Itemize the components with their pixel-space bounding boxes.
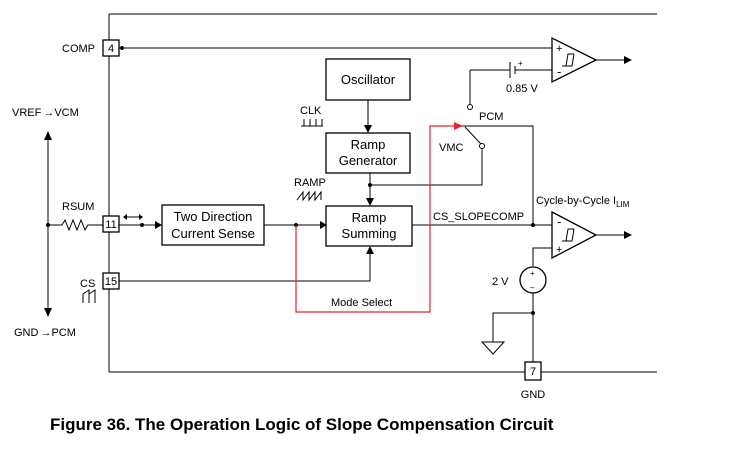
cs-waveform-icon xyxy=(82,289,96,303)
mode-select-path xyxy=(295,125,456,313)
pcm-switch-blade xyxy=(464,126,482,145)
oscillator-label: Oscillator xyxy=(341,72,396,87)
pin-rsum xyxy=(102,215,120,233)
pcm-comparator-minus: - xyxy=(557,64,561,79)
clk-waveform-icon xyxy=(301,119,323,127)
ramp-generator-label-1: Ramp xyxy=(351,137,386,152)
gnd-label: GND xyxy=(521,389,546,400)
comp-label: COMP xyxy=(62,43,95,55)
v2-to-comparator-wire xyxy=(532,247,552,266)
gnd-pcm-label: GND→PCM xyxy=(14,327,76,339)
cycle-limit-hysteresis-icon xyxy=(562,228,575,242)
v2-label: 2 V xyxy=(492,276,509,288)
pcm-comparator-plus: + xyxy=(556,43,562,55)
pcm-switch-contact-top xyxy=(467,104,473,110)
pcm-tap-wire xyxy=(462,125,534,225)
bidirectional-arrow-right xyxy=(139,214,143,220)
cs-to-summing-arrow xyxy=(366,246,374,254)
pcm-comparator-hysteresis-icon xyxy=(562,53,575,67)
comp-node xyxy=(120,46,124,50)
ramp-summing-label-2: Summing xyxy=(342,226,397,241)
rsum-range-arrow-down xyxy=(44,308,52,317)
cycle-limit-label: Cycle-by-Cycle ILIM xyxy=(536,195,630,209)
rsum-resistor xyxy=(50,218,103,232)
pin-rsum-number: 11 xyxy=(105,219,116,231)
v2-source-minus: – xyxy=(530,283,535,292)
clk-label: CLK xyxy=(300,105,322,117)
slope-compensation-diagram: 4 COMP + - + 0.85 V PCM VMC Oscillator C… xyxy=(12,13,657,400)
pcm-label: PCM xyxy=(479,111,503,123)
cycle-limit-comparator-plus: + xyxy=(556,244,562,256)
gnd-symbol-wire xyxy=(492,312,533,342)
cs-label: CS xyxy=(80,278,95,290)
rsum-inner-node xyxy=(140,223,144,227)
clk-arrow xyxy=(364,125,372,133)
pin-gnd-number: 7 xyxy=(530,366,536,378)
mode-select-label: Mode Select xyxy=(331,297,392,309)
bidirectional-arrow-left xyxy=(123,214,127,220)
vmc-label: VMC xyxy=(439,142,464,154)
ramp-generator-label-2: Generator xyxy=(339,153,398,168)
ramp-summing-label-1: Ramp xyxy=(352,210,387,225)
pin-comp-number: 4 xyxy=(108,43,114,55)
slopecomp-node xyxy=(531,223,535,227)
rsum-range-arrow-up xyxy=(44,131,52,140)
two-direction-label-1: Two Direction xyxy=(174,209,253,224)
ground-symbol-icon xyxy=(480,341,506,355)
v085-plus: + xyxy=(518,59,523,68)
pcm-comparator xyxy=(551,36,598,84)
sense-to-summing-arrow xyxy=(320,221,327,229)
v2-source-plus: + xyxy=(530,269,535,278)
cycle-limit-comparator-minus: - xyxy=(557,214,561,229)
ic-outline xyxy=(108,13,657,373)
ramp-waveform-icon xyxy=(296,190,322,202)
v085-label: 0.85 V xyxy=(506,83,538,95)
pin-cs-number: 15 xyxy=(105,276,117,288)
pin-gnd xyxy=(524,361,542,381)
cs-to-summing-wire xyxy=(119,252,371,282)
sense-input-arrow xyxy=(155,221,162,229)
cycle-limit-comparator xyxy=(551,210,598,260)
figure-caption: Figure 36. The Operation Logic of Slope … xyxy=(50,415,554,434)
rsum-label: RSUM xyxy=(62,201,94,213)
cycle-limit-comparator-output-arrow xyxy=(624,231,632,239)
pcm-comparator-output-arrow xyxy=(624,56,632,64)
pcm-switch-to-summing-wire xyxy=(370,148,483,186)
pcm-switch-contact-bottom xyxy=(479,143,485,149)
mode-select-arrow xyxy=(454,122,463,130)
ramp-label: RAMP xyxy=(294,177,326,189)
ramp-summing-block xyxy=(325,205,413,247)
two-direction-label-2: Current Sense xyxy=(171,226,255,241)
cs-slopecomp-label: CS_SLOPECOMP xyxy=(433,211,524,223)
vref-vcm-label: VREF→VCM xyxy=(12,107,79,119)
ramp-generator-block xyxy=(325,132,411,174)
ramp-arrow xyxy=(366,198,374,206)
